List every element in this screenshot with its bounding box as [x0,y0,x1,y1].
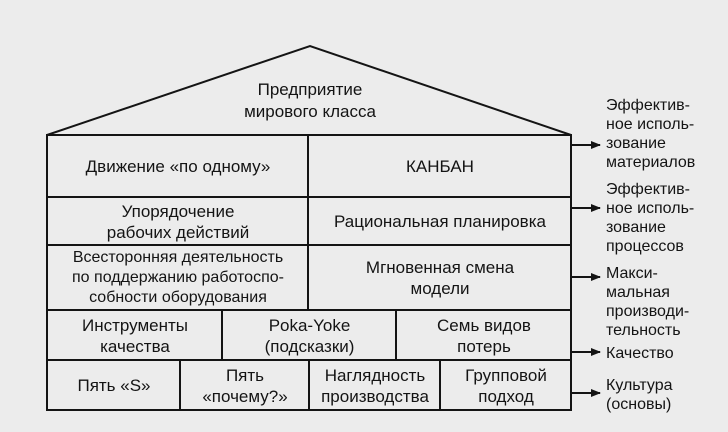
pillar-poka-yoke: Poka-Yoke (подсказки) [264,315,355,356]
foundation-teamwork: Групповой подход [465,365,547,406]
pillar-kanban: КАНБАН [406,157,474,176]
pillar-one-piece-flow: Движение «по одному» [85,157,271,176]
roof-label: Предприятие мирового класса [244,80,376,121]
pillar-smed: Мгновенная смена модели [365,258,515,298]
pillar-rational-layout: Рациональная планировка [334,212,546,231]
result-culture: Культура (основы) [606,377,673,413]
pillar-seven-wastes: Семь видов потерь [437,315,531,356]
pillar-quality-tools: Инструменты качества [81,315,188,356]
pillar-tpm: Всесторонняя деятельность по поддержанию… [72,249,284,306]
foundation-5s: Пять «S» [77,376,151,395]
foundation-five-whys: Пять «почему?» [202,365,288,406]
pillar-standard-work: Упорядочение рабочих действий [106,201,250,242]
result-processes: Эффектив- ное исполь- зование процессов [606,181,695,255]
result-materials: Эффектив- ное исполь- зование материалов [606,97,696,171]
result-quality: Качество [606,345,674,362]
result-productivity: Макси- мальная производи- тельность [606,265,690,339]
foundation-visual-management: Наглядность производства [321,365,429,406]
